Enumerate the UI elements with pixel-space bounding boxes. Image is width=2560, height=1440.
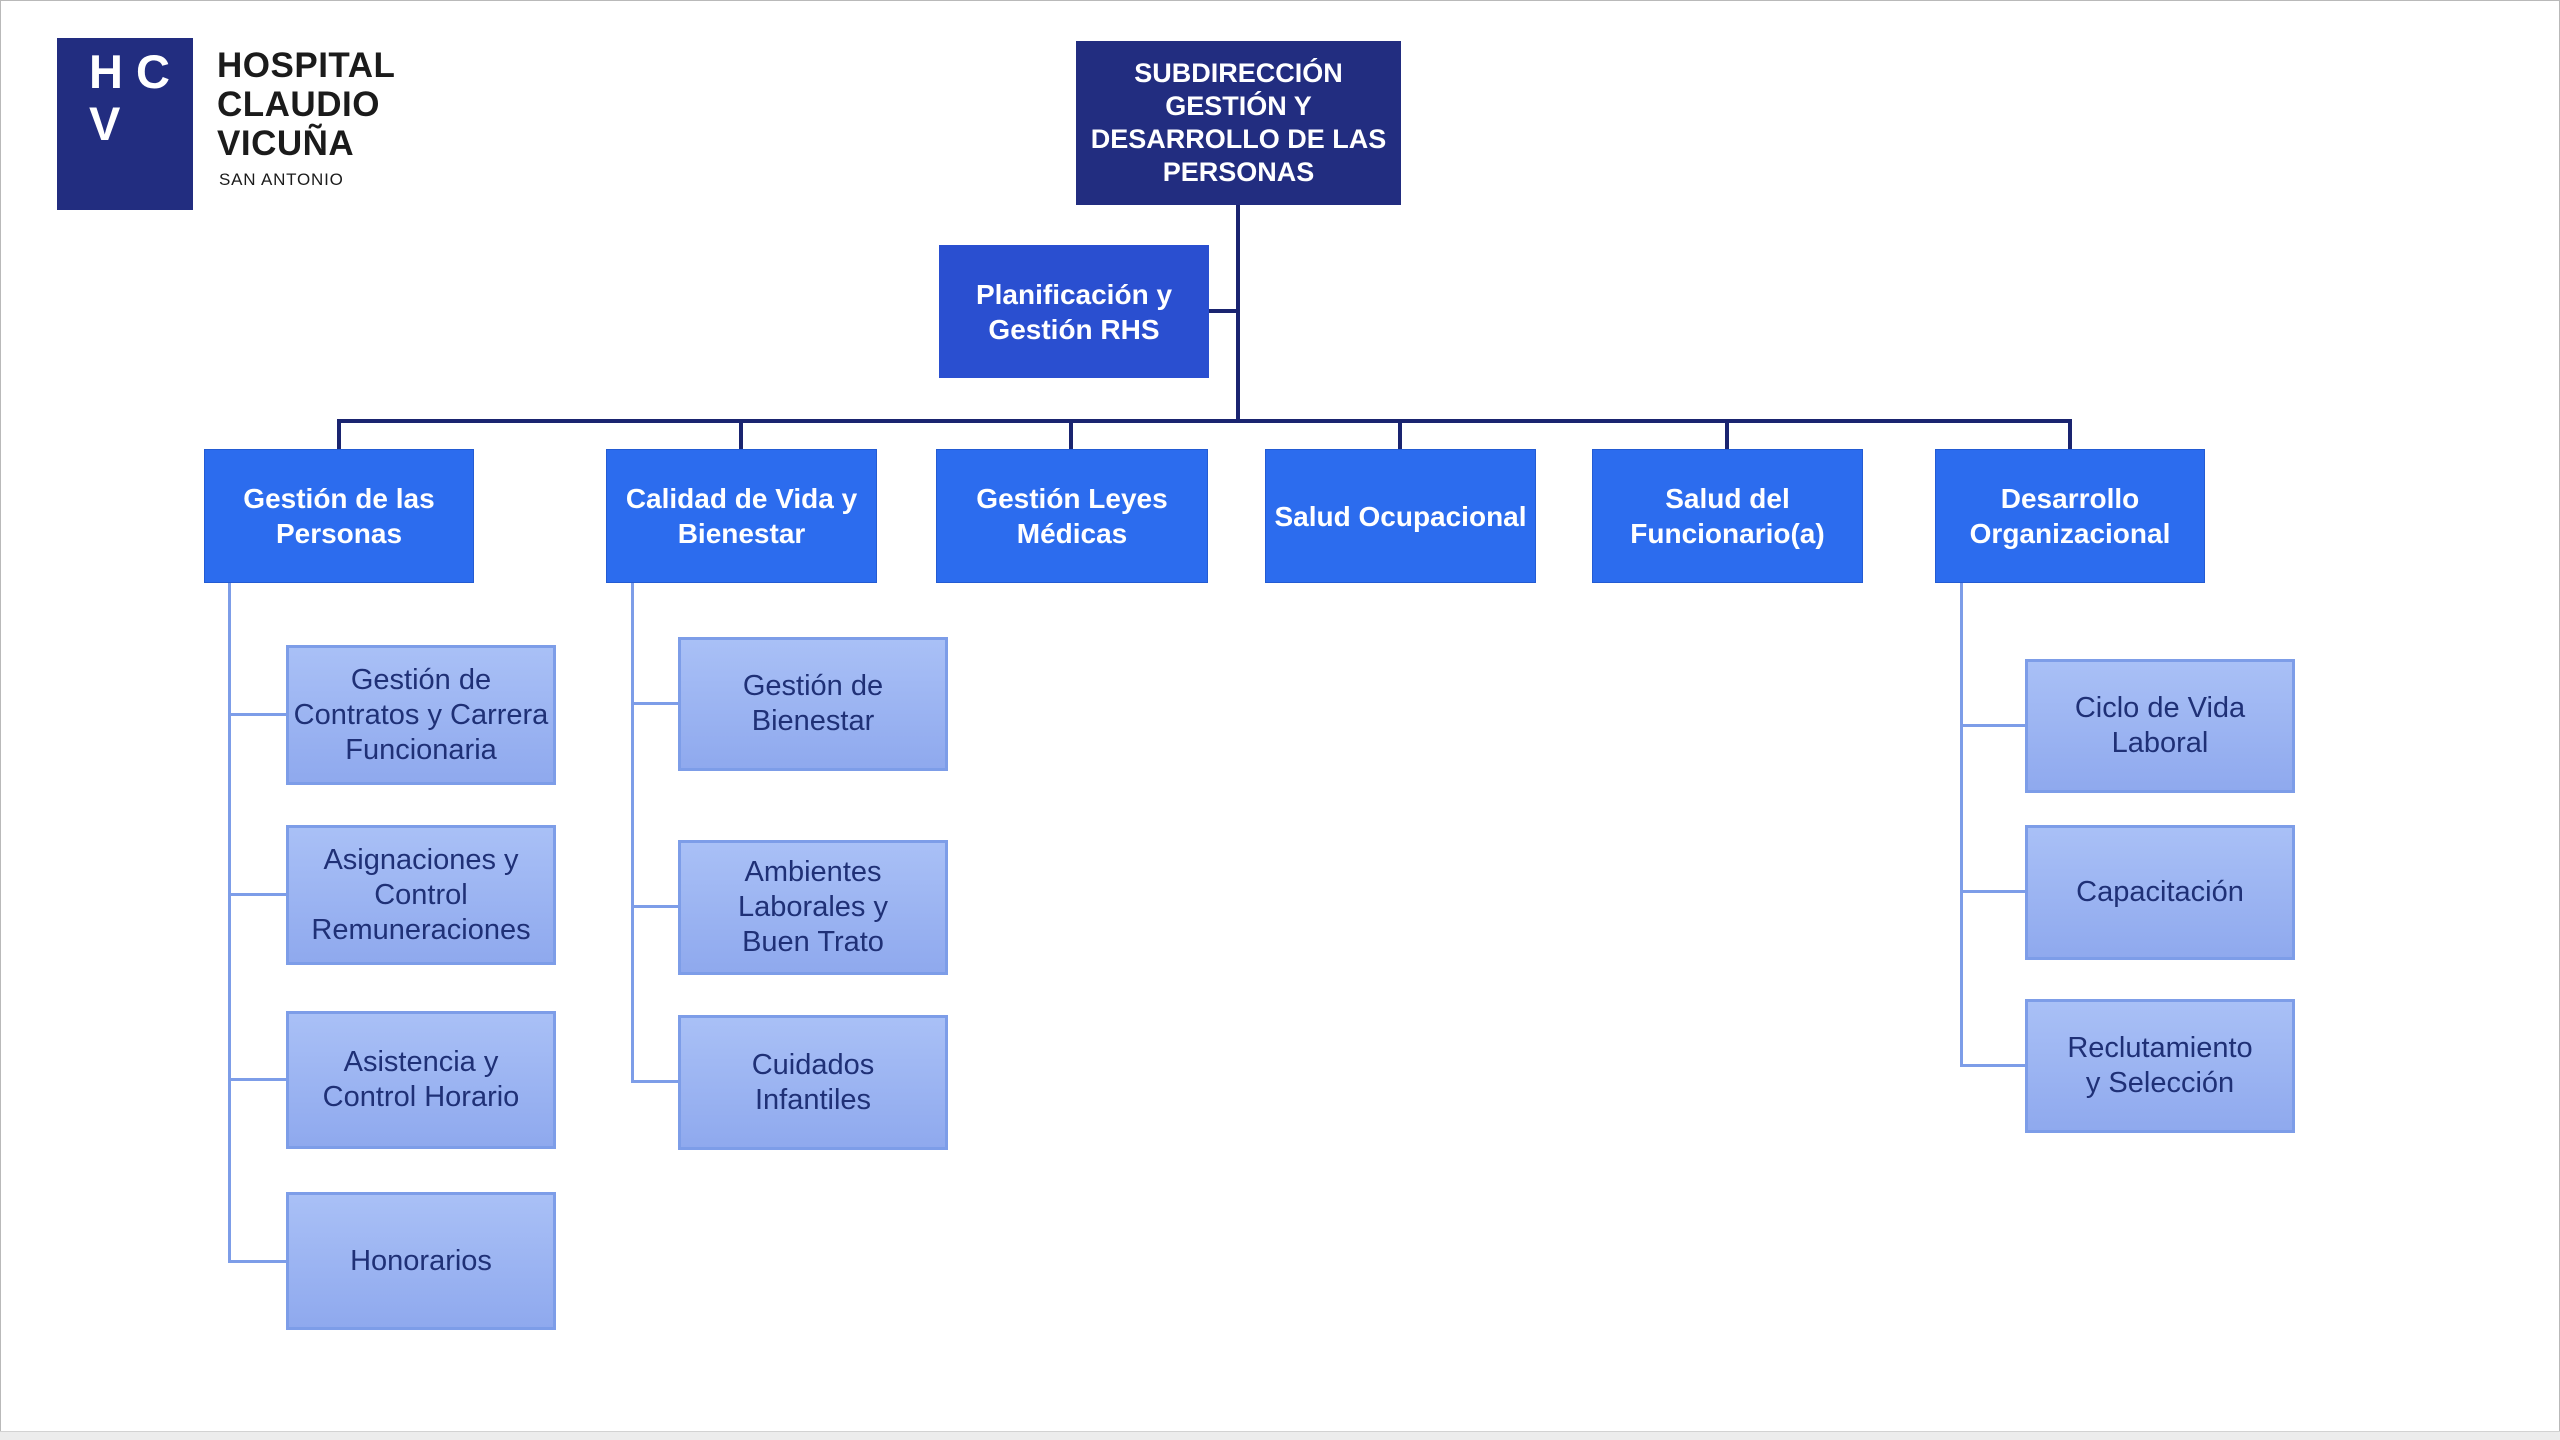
org-node-asistencia-horario: Asistencia y Control Horario	[286, 1011, 556, 1149]
org-node-ciclo-vida-laboral: Ciclo de Vida Laboral	[2025, 659, 2295, 793]
connector-col1-stub-2	[228, 893, 286, 896]
connector-col2-vertical	[631, 583, 634, 1083]
connector-drop-3	[1069, 419, 1073, 450]
hospital-logo-name: HOSPITAL CLAUDIO VICUÑA	[217, 46, 396, 163]
org-node-gestion-bienestar: Gestión de Bienestar	[678, 637, 948, 771]
connector-col6-vertical	[1960, 583, 1963, 1066]
connector-col1-stub-4	[228, 1260, 286, 1263]
connector-drop-2	[739, 419, 743, 450]
org-node-salud-ocupacional: Salud Ocupacional	[1265, 449, 1536, 583]
connector-col6-stub-2	[1960, 890, 2025, 893]
hospital-logo-monogram: H C V	[57, 38, 193, 210]
connector-drop-1	[337, 419, 341, 450]
connector-staff-horizontal	[1209, 309, 1238, 313]
org-node-reclutamiento-seleccion: Reclutamiento y Selección	[2025, 999, 2295, 1133]
connector-drop-4	[1398, 419, 1402, 450]
connector-col2-stub-1	[631, 702, 678, 705]
hospital-logo-subtitle: SAN ANTONIO	[219, 170, 344, 189]
org-node-leyes-medicas: Gestión Leyes Médicas	[936, 449, 1208, 583]
org-node-gestion-personas: Gestión de las Personas	[204, 449, 474, 583]
org-node-cuidados-infantiles: Cuidados Infantiles	[678, 1015, 948, 1150]
org-node-contratos-carrera: Gestión de Contratos y Carrera Funcionar…	[286, 645, 556, 785]
connector-col1-stub-1	[228, 713, 286, 716]
org-node-ambientes-laborales: Ambientes Laborales y Buen Trato	[678, 840, 948, 975]
connector-distribution-horizontal	[337, 419, 2072, 423]
connector-col6-stub-1	[1960, 724, 2025, 727]
org-node-asignaciones-remuneraciones: Asignaciones y Control Remuneraciones	[286, 825, 556, 965]
connector-col2-stub-3	[631, 1080, 678, 1083]
connector-col1-vertical	[228, 583, 231, 1263]
org-node-capacitacion: Capacitación	[2025, 825, 2295, 960]
org-node-desarrollo-organizacional: Desarrollo Organizacional	[1935, 449, 2205, 583]
connector-col2-stub-2	[631, 905, 678, 908]
page-bottom-strip	[0, 1431, 2560, 1440]
org-node-salud-funcionario: Salud del Funcionario(a)	[1592, 449, 1863, 583]
connector-col1-stub-3	[228, 1078, 286, 1081]
connector-trunk-vertical	[1236, 205, 1240, 421]
org-node-planificacion-rhs: Planificación y Gestión RHS	[939, 245, 1209, 378]
org-node-calidad-vida: Calidad de Vida y Bienestar	[606, 449, 877, 583]
org-node-honorarios: Honorarios	[286, 1192, 556, 1330]
connector-drop-6	[2068, 419, 2072, 450]
connector-col6-stub-3	[1960, 1064, 2025, 1067]
connector-drop-5	[1725, 419, 1729, 450]
org-node-subdireccion: SUBDIRECCIÓN GESTIÓN Y DESARROLLO DE LAS…	[1076, 41, 1401, 205]
